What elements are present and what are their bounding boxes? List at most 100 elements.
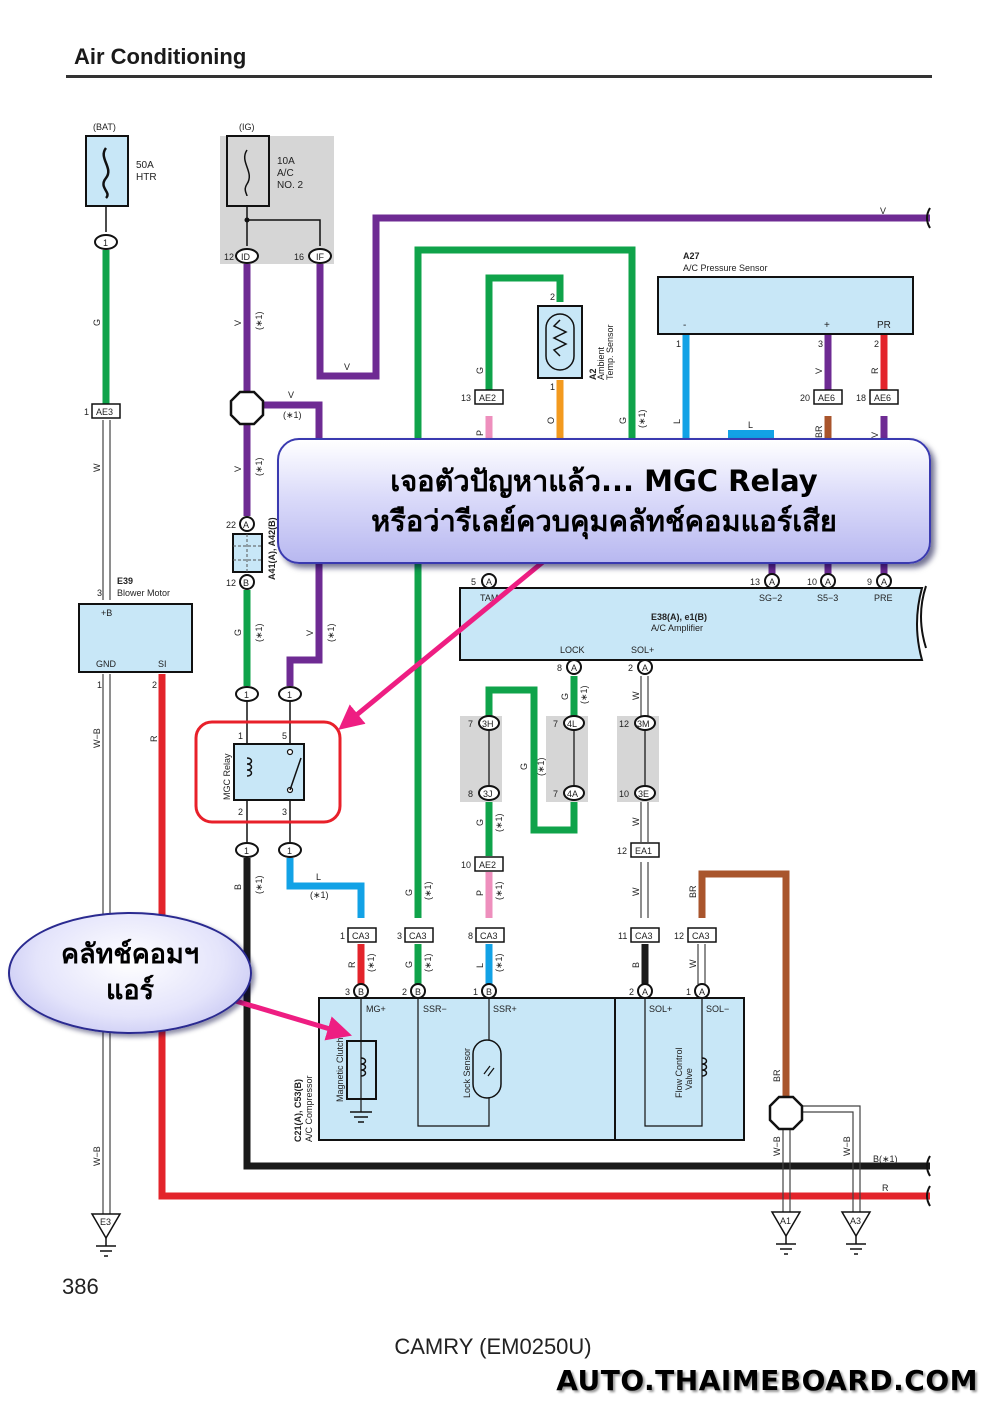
svg-text:CA3: CA3 bbox=[692, 931, 710, 941]
wire-green-ambient bbox=[485, 274, 564, 392]
svg-text:1: 1 bbox=[686, 987, 691, 997]
svg-text:2: 2 bbox=[402, 987, 407, 997]
svg-text:W−B: W−B bbox=[772, 1136, 782, 1156]
clutch-callout-line-1: คลัทช์คอมฯ bbox=[61, 939, 199, 970]
wire-violet-branch bbox=[262, 401, 323, 686]
svg-text:(∗1): (∗1) bbox=[326, 623, 336, 642]
svg-text:G: G bbox=[560, 693, 570, 700]
svg-text:W: W bbox=[92, 463, 102, 472]
wire-red-si bbox=[158, 674, 930, 1200]
svg-text:LOCK: LOCK bbox=[560, 645, 585, 655]
wire-wb-a3 bbox=[800, 1105, 861, 1212]
svg-text:B: B bbox=[415, 987, 421, 997]
svg-text:(∗1): (∗1) bbox=[579, 685, 589, 704]
svg-text:2: 2 bbox=[629, 987, 634, 997]
page-number: 386 bbox=[62, 1274, 99, 1299]
svg-text:22: 22 bbox=[226, 520, 236, 530]
svg-text:G: G bbox=[92, 319, 102, 326]
svg-text:Ambient: Ambient bbox=[596, 346, 606, 380]
svg-text:BR: BR bbox=[688, 885, 698, 898]
svg-text:+: + bbox=[824, 320, 830, 331]
break-marks bbox=[920, 207, 931, 1207]
svg-text:7: 7 bbox=[553, 719, 558, 729]
svg-text:MGC Relay: MGC Relay bbox=[222, 753, 232, 800]
title-rule bbox=[66, 75, 932, 78]
svg-text:ID: ID bbox=[241, 252, 251, 262]
svg-text:2: 2 bbox=[550, 292, 555, 302]
svg-text:4L: 4L bbox=[567, 719, 577, 729]
svg-text:P: P bbox=[475, 890, 485, 896]
svg-text:Temp. Sensor: Temp. Sensor bbox=[605, 324, 615, 380]
connectors-ca3: 1 CA3 3 CA3 8 CA3 11 CA3 12 CA3 bbox=[340, 927, 717, 943]
wire-green-lock bbox=[485, 676, 578, 856]
svg-text:10A: 10A bbox=[277, 156, 295, 167]
connector-ae6-a: 20 AE6 bbox=[800, 389, 843, 405]
svg-text:16: 16 bbox=[294, 252, 304, 262]
svg-text:W−B: W−B bbox=[92, 1146, 102, 1166]
svg-text:8: 8 bbox=[468, 931, 473, 941]
svg-text:18: 18 bbox=[856, 393, 866, 403]
svg-text:(IG): (IG) bbox=[239, 122, 255, 132]
relay-pointer-arrow bbox=[338, 546, 562, 730]
svg-text:L: L bbox=[672, 419, 682, 424]
svg-text:AE2: AE2 bbox=[479, 860, 496, 870]
page-title: Air Conditioning bbox=[74, 44, 247, 69]
svg-text:+B: +B bbox=[101, 608, 112, 618]
connector-ae2-bottom: 10 AE2 bbox=[461, 856, 504, 872]
svg-text:AE6: AE6 bbox=[874, 393, 891, 403]
svg-text:1: 1 bbox=[287, 690, 292, 700]
svg-text:4A: 4A bbox=[567, 789, 578, 799]
svg-text:Valve: Valve bbox=[684, 1068, 694, 1090]
svg-text:3J: 3J bbox=[483, 789, 493, 799]
svg-text:CA3: CA3 bbox=[480, 931, 498, 941]
svg-text:L: L bbox=[316, 872, 321, 882]
svg-text:B: B bbox=[243, 578, 249, 588]
svg-text:TAM: TAM bbox=[480, 593, 498, 603]
svg-text:1: 1 bbox=[550, 382, 555, 392]
svg-text:12: 12 bbox=[226, 578, 236, 588]
svg-text:SI: SI bbox=[158, 659, 167, 669]
svg-text:SSR−: SSR− bbox=[423, 1004, 447, 1014]
svg-text:A/C Compressor: A/C Compressor bbox=[304, 1075, 314, 1142]
fuse-bat: (BAT) 50A HTR 1 bbox=[85, 122, 157, 250]
svg-text:G: G bbox=[618, 417, 628, 424]
svg-text:V: V bbox=[305, 630, 315, 636]
svg-text:B: B bbox=[233, 884, 243, 890]
callout-line-1: เจอตัวปัญหาแล้ว... MGC Relay bbox=[390, 464, 818, 498]
svg-text:(∗1): (∗1) bbox=[423, 881, 433, 900]
svg-text:BR: BR bbox=[814, 425, 824, 438]
wire-w-ea1 bbox=[640, 862, 649, 918]
svg-text:(∗1): (∗1) bbox=[254, 875, 264, 894]
svg-text:10: 10 bbox=[461, 860, 471, 870]
svg-text:2: 2 bbox=[152, 680, 157, 690]
svg-text:(∗1): (∗1) bbox=[366, 953, 376, 972]
svg-text:9: 9 bbox=[867, 577, 872, 587]
svg-text:Flow Control: Flow Control bbox=[674, 1047, 684, 1098]
ambient-temp-sensor: 2 1 A2 Ambient Temp. Sensor bbox=[537, 292, 615, 392]
svg-text:(∗1): (∗1) bbox=[283, 410, 302, 420]
svg-text:8: 8 bbox=[557, 663, 562, 673]
splice-point bbox=[229, 390, 265, 426]
wires bbox=[102, 214, 930, 1214]
svg-text:V: V bbox=[344, 362, 350, 372]
svg-text:B(∗1): B(∗1) bbox=[873, 1154, 898, 1164]
svg-text:A/C Pressure Sensor: A/C Pressure Sensor bbox=[683, 263, 768, 273]
svg-text:1: 1 bbox=[103, 238, 108, 248]
svg-text:3: 3 bbox=[282, 807, 287, 817]
svg-text:A2: A2 bbox=[588, 368, 598, 380]
svg-text:W: W bbox=[631, 887, 641, 896]
svg-text:3M: 3M bbox=[637, 719, 650, 729]
svg-text:W: W bbox=[688, 959, 698, 968]
clutch-callout-line-2: แอร์ bbox=[105, 975, 155, 1006]
bat-label: (BAT) bbox=[93, 122, 116, 132]
svg-text:3H: 3H bbox=[482, 719, 494, 729]
svg-text:11: 11 bbox=[618, 931, 627, 941]
wire-blue-relay bbox=[286, 858, 365, 918]
watermark: AUTO.THAIMEBOARD.COM bbox=[556, 1364, 978, 1397]
svg-text:1: 1 bbox=[238, 731, 243, 741]
svg-text:A: A bbox=[571, 663, 577, 673]
svg-text:G: G bbox=[475, 367, 485, 374]
clutch-callout: คลัทช์คอมฯ แอร์ bbox=[8, 912, 252, 1034]
svg-text:(∗1): (∗1) bbox=[310, 890, 329, 900]
svg-text:MG+: MG+ bbox=[366, 1004, 386, 1014]
